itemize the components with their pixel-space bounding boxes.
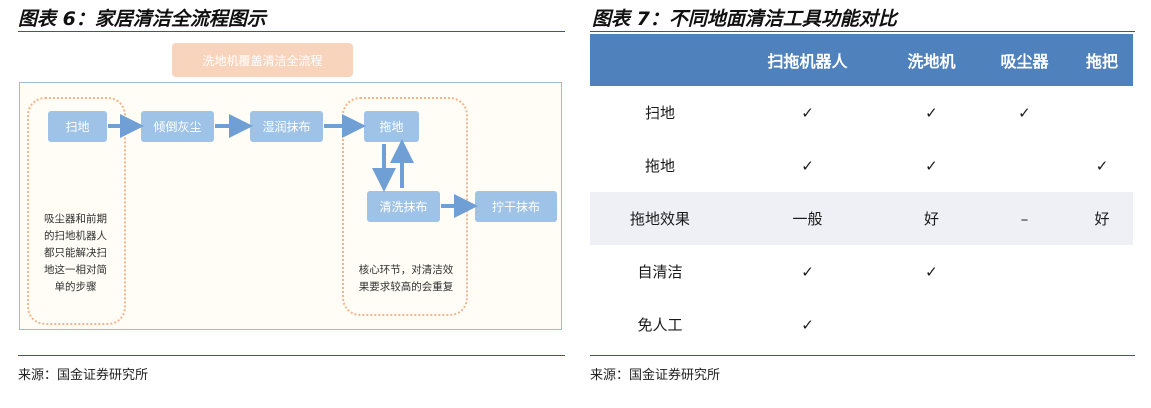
comparison-table: 扫拖机器人 洗地机 吸尘器 拖把 扫地 ✓ ✓ ✓ 拖地 ✓ ✓ ✓ 拖地效果 … [590,34,1133,351]
note-line: 单的步骤 [54,281,97,293]
table-cell [978,298,1071,351]
row-label: 免人工 [637,316,683,334]
source-divider-left [18,355,565,356]
note-line: 都只能解决扫 [44,247,107,259]
source-right: 来源：国金证券研究所 [590,368,721,383]
row-label: 拖地 [644,157,675,175]
table-cell: ✓ [801,103,814,122]
table-cell [1071,298,1133,351]
table-cell [885,298,978,351]
row-label: 自清洁 [637,263,683,281]
table-cell [978,139,1071,192]
row-label: 扫地 [644,104,675,122]
note-core-step: 核心环节，对清洁效 果要求较高的会重复 [347,262,465,296]
step-sweep: 扫地 [48,111,107,142]
table-cell: 好 [884,192,978,245]
note-line: 果要求较高的会重复 [358,281,454,293]
column-header: 扫拖机器人 [730,34,885,86]
title-divider-left [18,31,565,32]
step-dump-dust: 倾倒灰尘 [141,111,214,142]
figure-7-title: 图表 7：不同地面清洁工具功能对比 [592,8,897,30]
table-cell: ✓ [801,262,814,281]
table-cell: – [977,192,1071,245]
table-cell: ✓ [925,156,938,175]
note-line: 的扫地机器人 [44,230,107,242]
group-simple-step [27,97,126,325]
table-cell [1071,245,1133,298]
step-wet-cloth: 湿润抹布 [250,111,323,142]
table-row: 扫地 ✓ ✓ ✓ [590,86,1133,139]
table-row: 拖地效果 一般 好 – 好 [590,192,1133,245]
column-header: 吸尘器 [977,34,1071,86]
column-header [590,34,730,86]
table-cell [1071,86,1133,139]
table-cell: ✓ [1095,156,1109,175]
step-wash-cloth: 清洗抹布 [367,191,440,222]
table-header-row: 扫拖机器人 洗地机 吸尘器 拖把 [590,34,1133,86]
note-line: 地这一相对简 [44,264,107,276]
note-simple-step: 吸尘器和前期 的扫地机器人 都只能解决扫 地这一相对简 单的步骤 [33,211,118,296]
note-line: 核心环节，对清洁效 [358,264,454,276]
table-cell: 一般 [730,192,885,245]
source-divider-right [590,355,1135,356]
column-header: 洗地机 [884,34,978,86]
step-mop: 拖地 [364,111,419,142]
table-row: 自清洁 ✓ ✓ [590,245,1133,298]
table-cell: ✓ [1018,103,1031,122]
source-left: 来源：国金证券研究所 [18,368,149,383]
title-divider-right [590,31,1135,32]
table-cell: ✓ [925,262,938,281]
table-row: 免人工 ✓ [590,298,1133,351]
row-label: 拖地效果 [590,192,730,245]
column-header: 拖把 [1070,34,1133,86]
flow-header: 洗地机覆盖清洁全流程 [172,43,353,77]
step-wring-cloth: 拧干抹布 [475,191,557,222]
table-row: 拖地 ✓ ✓ ✓ [590,139,1133,192]
note-line: 吸尘器和前期 [44,213,107,225]
table-cell: ✓ [801,156,814,175]
table-cell: ✓ [801,315,814,334]
figure-6-title: 图表 6：家居清洁全流程图示 [18,8,266,30]
table-cell [978,245,1071,298]
table-cell: 好 [1070,192,1133,245]
table-cell: ✓ [925,103,938,122]
